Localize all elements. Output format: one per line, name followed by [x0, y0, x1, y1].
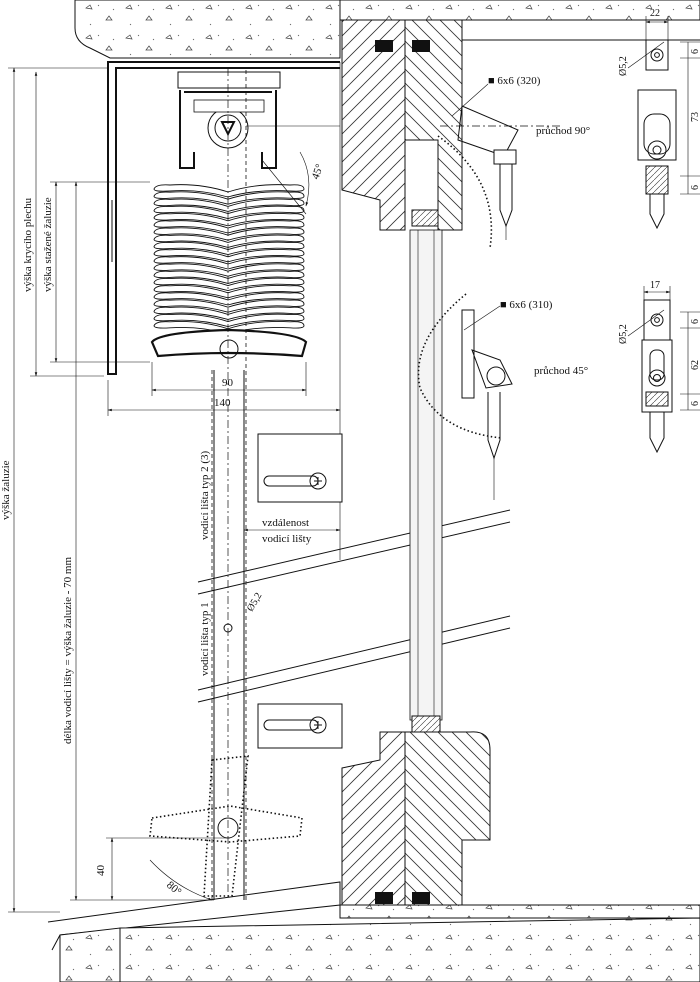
slat — [153, 205, 305, 220]
slat — [153, 292, 305, 306]
dim-140: 140 — [214, 397, 231, 409]
slat — [153, 285, 305, 299]
angle-45 — [246, 125, 340, 215]
dim-diameter-main: Ø5,2 — [245, 591, 264, 614]
slat — [153, 256, 305, 270]
dim-top-22: 22 — [650, 8, 660, 19]
detail-top — [627, 16, 700, 230]
dim-mid-62: 62 — [690, 360, 700, 370]
dim-top-diameter: Ø5,2 — [618, 56, 629, 76]
label-profil-310: ■ 6x6 (310) — [500, 299, 553, 311]
leader-310 — [463, 305, 501, 331]
bracket-lower — [257, 703, 343, 749]
label-vyska-stazene: výška stažené žaluzie — [42, 197, 54, 292]
hardware-45 — [461, 309, 513, 500]
label-vzdalenost-2: vodicí lišty — [262, 533, 312, 545]
dim-40: 40 — [95, 865, 107, 877]
window-frame-bottom — [341, 715, 491, 906]
dim-90: 90 — [222, 377, 234, 389]
label-vyska-kryciho: výška krycího plechu — [22, 197, 34, 292]
cover-sheet — [107, 61, 340, 375]
dim-mid-diameter: Ø5,2 — [618, 324, 629, 344]
concrete-lintel — [74, 0, 700, 59]
bracket-upper — [257, 433, 343, 503]
tilted-slat — [149, 755, 303, 901]
label-vodici-typ23: vodicí lišta typ 2 (3) — [199, 450, 211, 540]
bottom-rail — [150, 328, 308, 359]
slat — [153, 277, 305, 292]
dim-mid-6b: 6 — [690, 401, 700, 406]
dim-top-6b: 6 — [690, 185, 700, 190]
window-frame-top — [341, 19, 463, 231]
top-mechanism — [177, 71, 281, 169]
leader-320 — [451, 83, 489, 117]
label-vyska-zaluzie: výška žaluzie — [0, 460, 12, 520]
dim-angle-45: 45° — [310, 162, 327, 181]
label-pruchod-45: průchod 45° — [534, 365, 588, 377]
slat — [153, 270, 305, 284]
slat — [153, 249, 305, 263]
slat — [153, 306, 305, 320]
window-sill — [47, 881, 700, 982]
dim-mid-6a: 6 — [690, 319, 700, 324]
slat — [153, 263, 305, 277]
slat — [153, 184, 305, 198]
dim-angle-80: 80° — [164, 879, 184, 898]
slat — [153, 220, 305, 234]
slat — [153, 241, 305, 256]
slat — [153, 191, 305, 205]
label-pruchod-90: průchod 90° — [536, 125, 590, 137]
label-vzdalenost-1: vzdálenost — [262, 517, 309, 529]
dimension-lines-left — [8, 67, 230, 913]
hardware-90 — [440, 105, 560, 240]
detail-middle — [627, 286, 700, 454]
label-delka-vodici: délka vodicí lišty = výška žaluzie - 70 … — [62, 557, 74, 744]
slat — [153, 313, 305, 328]
pass-arc-lower — [417, 293, 503, 439]
dim-mid-17: 17 — [650, 280, 660, 291]
break-lines — [197, 509, 511, 703]
slat — [153, 227, 305, 241]
guide-rail — [213, 370, 245, 900]
slat — [153, 213, 305, 227]
slat — [153, 321, 305, 335]
glass-pane — [409, 229, 443, 721]
slat — [153, 198, 305, 212]
label-profil-320: ■ 6x6 (320) — [488, 75, 541, 87]
dim-top-6a: 6 — [690, 49, 700, 54]
label-vodici-typ1: vodicí lišta typ 1 — [199, 602, 211, 676]
slat — [153, 299, 305, 313]
pass-arc-upper — [437, 135, 493, 249]
slat-stack — [153, 184, 305, 335]
slat — [153, 234, 305, 248]
dim-top-73: 73 — [690, 112, 700, 122]
